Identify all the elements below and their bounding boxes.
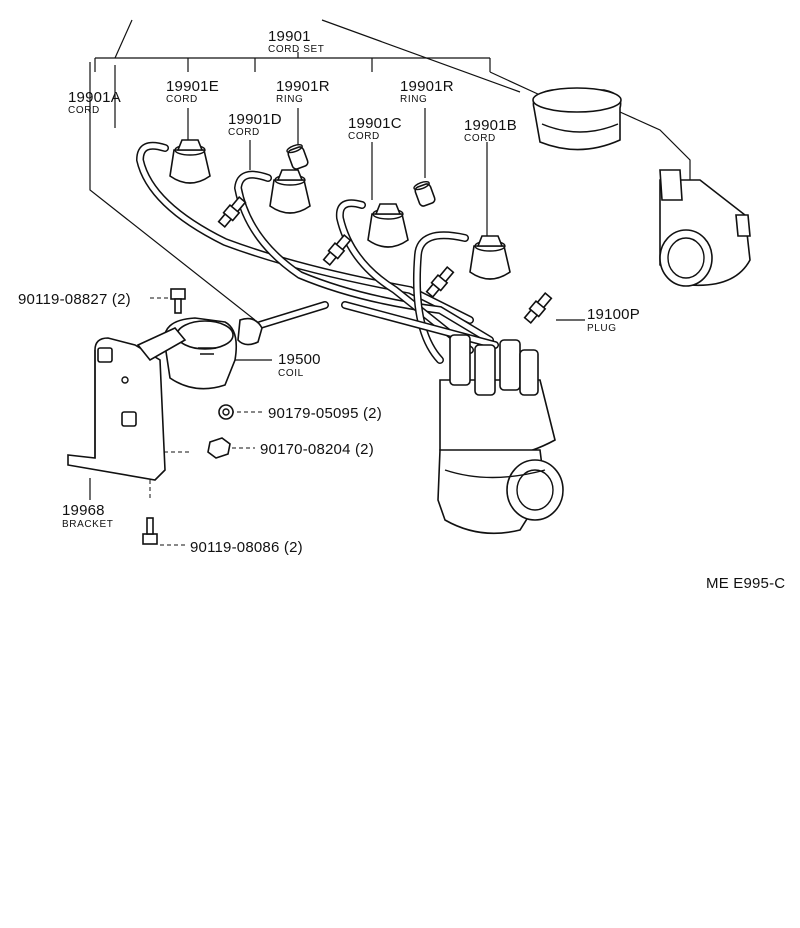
cord-e-name: CORD: [166, 94, 198, 105]
cord-a-name: CORD: [68, 105, 100, 116]
label-ring-1: 19901R RING: [276, 78, 330, 105]
bracket-name: BRACKET: [62, 519, 113, 530]
cord-a-part-number: 19901A: [68, 89, 121, 106]
cord-c-name: CORD: [348, 131, 380, 142]
bolt-bottom-part-number: 90119-08086 (2): [190, 539, 303, 556]
coil-part-number: 19500: [278, 351, 321, 368]
cord-set-part-number: 19901: [268, 28, 311, 45]
ignition-wires-art: [135, 141, 499, 364]
label-cord-d: 19901D CORD: [228, 111, 282, 138]
label-cord-c: 19901C CORD: [348, 115, 402, 142]
plug-boots-art: [169, 139, 511, 280]
plug-name: PLUG: [587, 323, 617, 334]
plug-part-number: 19100P: [587, 306, 640, 323]
label-cord-b: 19901B CORD: [464, 117, 517, 144]
label-plug: 19100P PLUG: [587, 306, 640, 334]
distributor-cap-art: [532, 87, 751, 287]
ring-1-part-number: 19901R: [276, 78, 330, 95]
spark-plugs-art: [217, 196, 553, 324]
cord-e-part-number: 19901E: [166, 78, 219, 95]
cord-d-part-number: 19901D: [228, 111, 282, 128]
bolt-top-part-number: 90119-08827 (2): [18, 291, 131, 308]
label-cord-set: 19901 CORD SET: [268, 28, 324, 55]
washer-part-number: 90179-05095 (2): [268, 405, 382, 422]
label-bracket: 19968 BRACKET: [62, 502, 113, 530]
cord-d-name: CORD: [228, 127, 260, 138]
bolts-art: [142, 288, 186, 545]
label-cord-e: 19901E CORD: [166, 78, 219, 105]
label-cord-a: 19901A CORD: [68, 89, 121, 116]
label-nut: 90170-08204 (2): [260, 441, 374, 458]
ring-1-name: RING: [276, 94, 303, 105]
leader-lines: [89, 19, 585, 546]
cord-b-part-number: 19901B: [464, 117, 517, 134]
cord-set-name: CORD SET: [268, 44, 324, 55]
label-ring-2: 19901R RING: [400, 78, 454, 105]
distributor-art: [437, 334, 564, 535]
label-coil: 19500 COIL: [278, 351, 321, 379]
ring-2-name: RING: [400, 94, 427, 105]
nut-part-number: 90170-08204 (2): [260, 441, 374, 458]
cord-b-name: CORD: [464, 133, 496, 144]
label-bolt-bottom: 90119-08086 (2): [190, 539, 303, 556]
bracket-part-number: 19968: [62, 502, 105, 519]
diagram-code: ME E995-C: [706, 575, 785, 592]
rings-art: [286, 143, 436, 207]
label-washer: 90179-05095 (2): [268, 405, 382, 422]
bracket-art: [67, 327, 187, 481]
cord-c-part-number: 19901C: [348, 115, 402, 132]
ring-2-part-number: 19901R: [400, 78, 454, 95]
label-bolt-top: 90119-08827 (2): [18, 291, 131, 308]
coil-name: COIL: [278, 368, 304, 379]
